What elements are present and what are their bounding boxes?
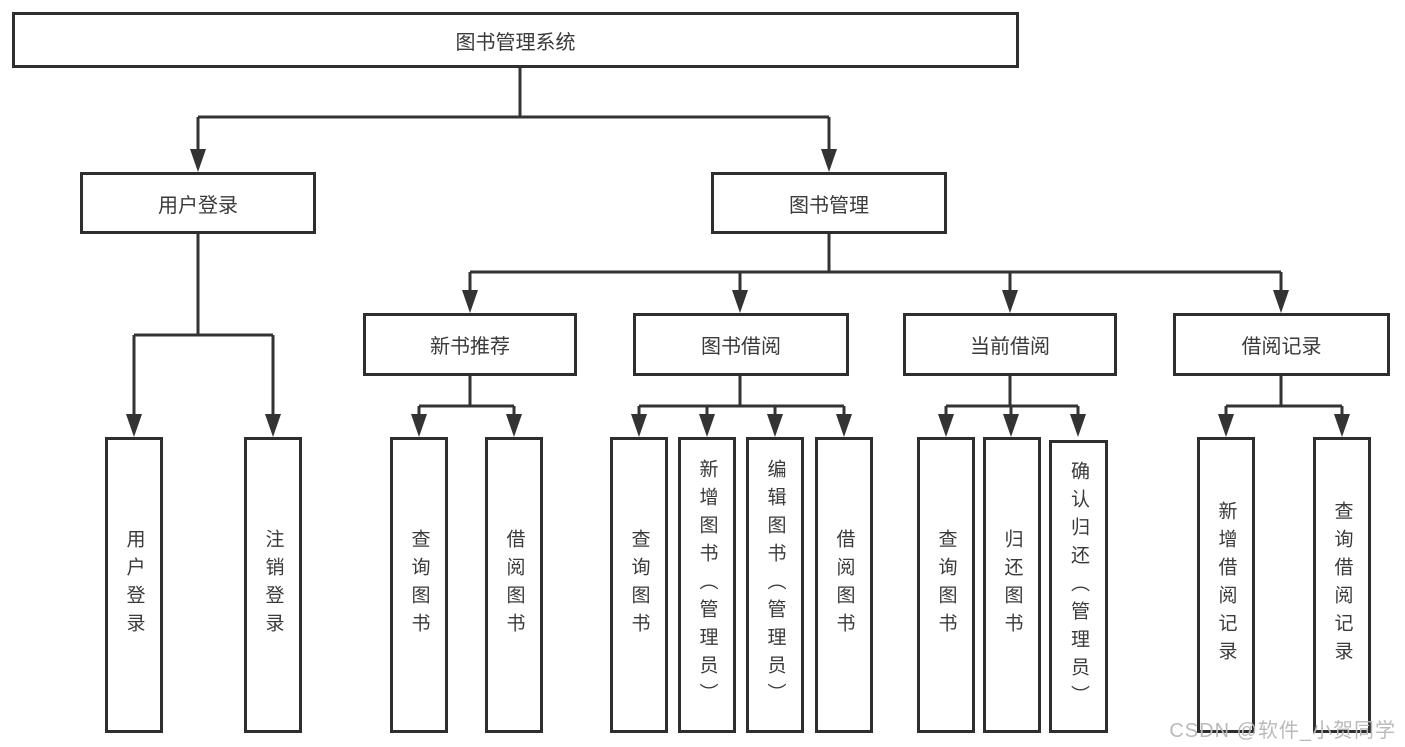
node-new-book-recommend: 新书推荐 <box>363 313 577 376</box>
leaf-user-login: 用户登录 <box>105 437 163 733</box>
node-borrow-records: 借阅记录 <box>1173 313 1390 376</box>
leaf-borrow-books: 借阅图书 <box>815 437 873 733</box>
node-current-borrow: 当前借阅 <box>903 313 1117 376</box>
leaf-add-books-admin: 新增图书（管理员） <box>678 437 736 733</box>
leaf-recommend-borrow-books: 借阅图书 <box>485 437 543 733</box>
leaf-logout: 注销登录 <box>244 437 302 733</box>
leaf-current-query-books: 查询图书 <box>917 437 975 733</box>
leaf-query-borrow-record: 查询借阅记录 <box>1313 437 1371 733</box>
leaf-recommend-query-books: 查询图书 <box>390 437 448 733</box>
leaf-add-borrow-record: 新增借阅记录 <box>1197 437 1255 733</box>
leaf-borrow-query-books: 查询图书 <box>610 437 668 733</box>
leaf-edit-books-admin: 编辑图书（管理员） <box>746 437 804 733</box>
node-book-borrow: 图书借阅 <box>633 313 849 376</box>
leaf-confirm-return-admin: 确认归还（管理员） <box>1049 440 1108 733</box>
node-book-management: 图书管理 <box>711 172 947 234</box>
watermark: CSDN @软件_小贺同学 <box>1169 720 1396 742</box>
node-user-login: 用户登录 <box>80 172 316 234</box>
node-root-system: 图书管理系统 <box>12 12 1019 68</box>
leaf-return-books: 归还图书 <box>983 437 1041 733</box>
